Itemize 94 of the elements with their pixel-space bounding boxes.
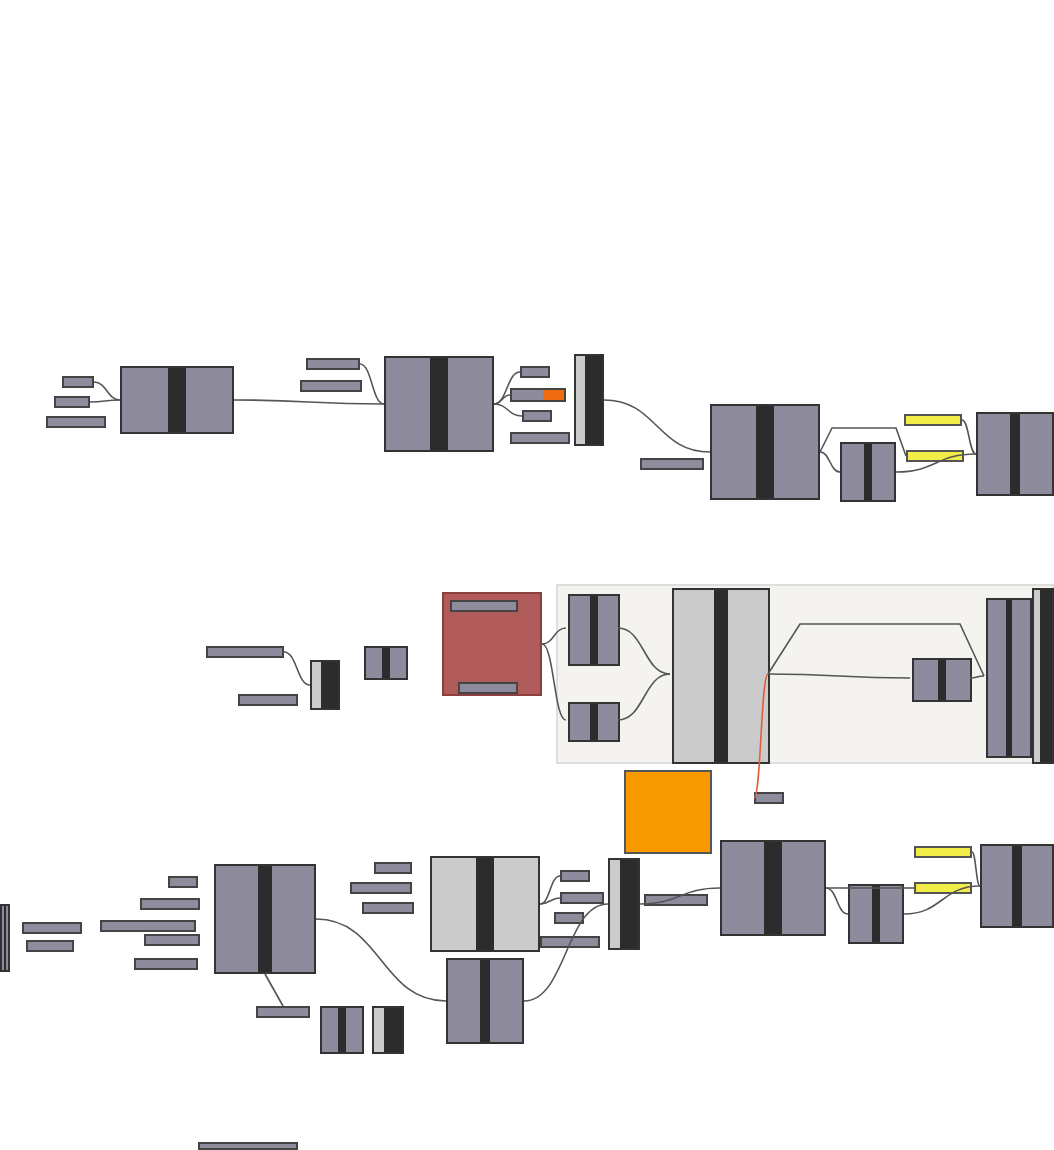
parameter-box [914, 846, 972, 858]
wire [895, 453, 977, 473]
parameter-stack [1032, 588, 1054, 764]
wire [539, 875, 561, 905]
parameter-box [540, 936, 600, 948]
group-box [442, 592, 542, 696]
wire [315, 918, 447, 1002]
parameter-box [522, 410, 552, 422]
parameter-box [520, 366, 550, 378]
wire [603, 399, 711, 453]
wire [969, 675, 985, 679]
wire [233, 399, 385, 405]
parameter-box [914, 882, 972, 894]
component-block [986, 598, 1032, 758]
wire [93, 381, 121, 401]
parameter-box [140, 898, 200, 910]
component-block [976, 412, 1054, 496]
parameter-box [644, 894, 708, 906]
parameter-box [100, 920, 196, 932]
parameter-stack [310, 660, 340, 710]
wire [541, 627, 567, 645]
parameter-box [350, 882, 412, 894]
parameter-stack [574, 354, 604, 446]
wire [819, 451, 841, 473]
parameter-box [26, 940, 74, 952]
parameter-box [62, 376, 94, 388]
component-block [320, 1006, 364, 1054]
parameter-box [54, 396, 90, 408]
wire [89, 399, 121, 403]
wire [819, 427, 907, 457]
component-block [430, 856, 540, 952]
parameter-box [560, 870, 590, 882]
component-block [384, 356, 494, 452]
parameter-stack [608, 858, 640, 950]
component-block [840, 442, 896, 502]
wire [539, 897, 561, 905]
wire [541, 643, 567, 721]
parameter-box [906, 450, 964, 462]
swatch-block [624, 770, 712, 854]
wire [825, 887, 915, 889]
component-block [120, 366, 234, 434]
component-block [0, 904, 10, 972]
parameter-box [300, 380, 362, 392]
wire [903, 885, 981, 915]
parameter-box [510, 432, 570, 444]
wire [753, 673, 769, 799]
parameter-box [458, 682, 518, 694]
component-block [848, 884, 904, 944]
parameter-box [450, 600, 518, 612]
wire [767, 673, 911, 679]
wire [961, 419, 977, 455]
parameter-box [560, 892, 604, 904]
parameter-box [22, 922, 82, 934]
parameter-stack [372, 1006, 404, 1054]
wire [767, 623, 985, 677]
parameter-box [256, 1006, 310, 1018]
wire [283, 651, 311, 686]
component-block [364, 646, 408, 680]
component-block [980, 844, 1054, 928]
wire [617, 627, 671, 675]
component-block [214, 864, 316, 974]
parameter-box [46, 416, 106, 428]
wire [825, 887, 849, 915]
parameter-box [754, 792, 784, 804]
wire [359, 363, 385, 405]
wire [493, 394, 511, 405]
component-block [568, 702, 620, 742]
parameter-box [554, 912, 584, 924]
parameter-box [168, 876, 198, 888]
wire [264, 973, 284, 1007]
component-block [912, 658, 972, 702]
wire [523, 903, 609, 1002]
component-block [710, 404, 820, 500]
wire [493, 371, 521, 405]
wire [971, 851, 981, 887]
parameter-box [510, 388, 566, 402]
component-block [568, 594, 620, 666]
parameter-box [206, 646, 284, 658]
component-block [672, 588, 770, 764]
parameter-box [306, 358, 360, 370]
wire [639, 887, 721, 905]
parameter-box [904, 414, 962, 426]
parameter-box [640, 458, 704, 470]
parameter-box [362, 902, 414, 914]
parameter-box [374, 862, 412, 874]
component-block [720, 840, 826, 936]
component-block [446, 958, 524, 1044]
parameter-box [198, 1142, 298, 1150]
parameter-box [134, 958, 198, 970]
parameter-box [144, 934, 200, 946]
wire [617, 673, 671, 721]
parameter-box [238, 694, 298, 706]
wire [493, 403, 523, 417]
group-panel [556, 584, 1054, 764]
